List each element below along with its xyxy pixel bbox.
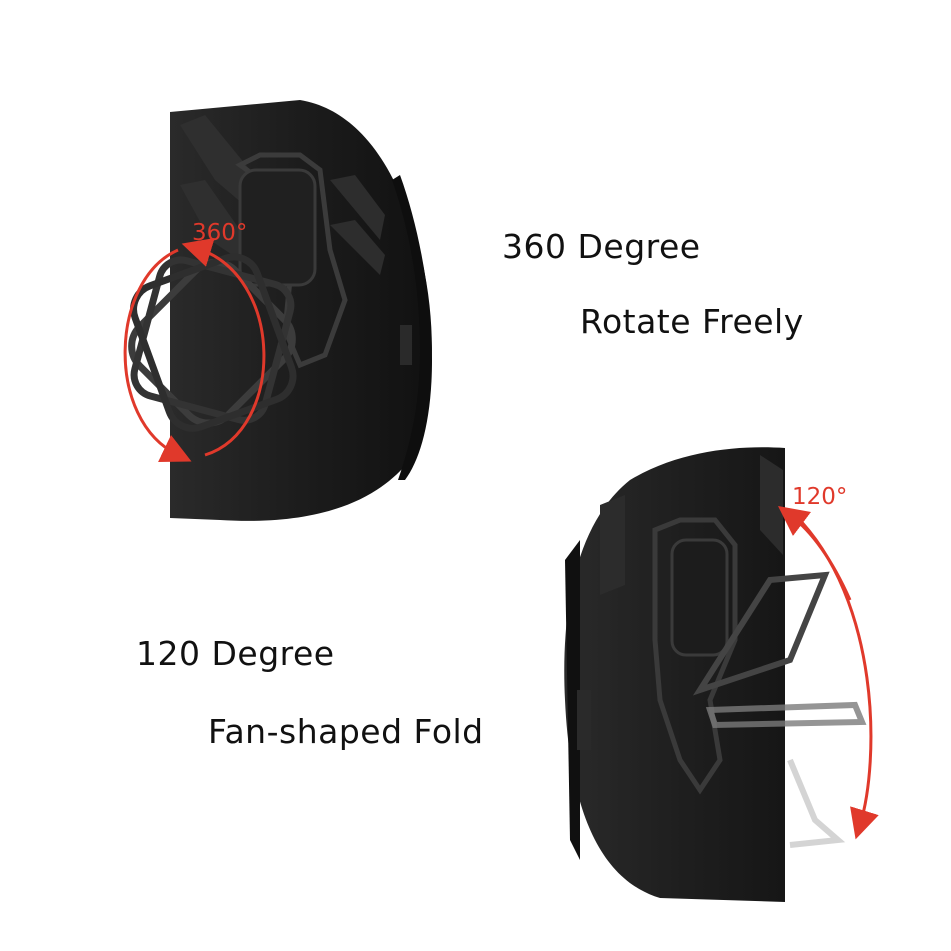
feature-subtitle-fold: Fan-shaped Fold	[208, 712, 484, 751]
angle-label-120: 120°	[792, 484, 848, 510]
folding-ring	[692, 571, 867, 848]
feature-subtitle-rotate: Rotate Freely	[580, 302, 804, 341]
bottom-phone-case	[564, 447, 867, 902]
top-phone-case	[128, 100, 432, 521]
fold-arrow-120	[778, 505, 879, 840]
rotation-arrow-360	[123, 238, 266, 463]
rotating-ring	[128, 253, 297, 432]
feature-title-120: 120 Degree	[136, 634, 335, 673]
angle-label-360: 360°	[192, 220, 248, 246]
feature-title-360: 360 Degree	[502, 227, 701, 266]
